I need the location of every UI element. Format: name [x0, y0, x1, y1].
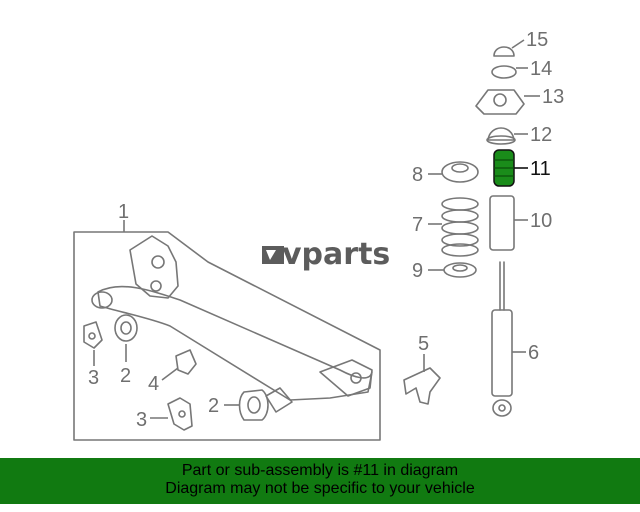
callout-10: 10 — [530, 210, 552, 232]
vparts-logo: vparts — [262, 237, 390, 272]
callout-1: 1 — [118, 201, 129, 223]
callout-11: 11 — [530, 158, 551, 180]
bushing-lower — [238, 389, 269, 421]
callout-3: 3 — [88, 367, 99, 389]
nut-cap-15 — [493, 46, 515, 57]
coil-spring — [441, 197, 479, 257]
mount-cap-12 — [486, 127, 516, 145]
callout-4: 4 — [148, 373, 159, 395]
lower-spring-seat — [443, 262, 477, 278]
bracket-lower — [167, 397, 193, 431]
callout-9: 9 — [412, 260, 423, 282]
callout-14: 14 — [530, 58, 552, 80]
callout-13: 13 — [542, 86, 564, 108]
bracket-upper — [83, 321, 103, 349]
callout-15: 15 — [526, 29, 548, 51]
banner-line-2: Diagram may not be specific to your vehi… — [165, 480, 475, 497]
callout-2: 2 — [120, 365, 131, 387]
washer-14 — [491, 65, 517, 79]
bracket-5 — [403, 367, 441, 405]
callout-7: 7 — [412, 214, 423, 236]
callout-12: 12 — [530, 124, 552, 146]
rear-axle-beam — [91, 235, 373, 413]
strut-mount-13 — [475, 89, 525, 115]
leader-4 — [161, 367, 179, 381]
callout-8: 8 — [412, 164, 423, 186]
leader-15 — [511, 39, 525, 49]
callout-6: 6 — [528, 342, 539, 364]
callout-5: 5 — [418, 333, 429, 355]
bracket-4 — [175, 349, 197, 375]
bushing-upper — [114, 314, 138, 342]
bump-stop-highlighted — [493, 149, 515, 187]
callout-3: 3 — [136, 409, 147, 431]
shock-absorber — [491, 261, 513, 417]
svg-text:vparts: vparts — [282, 237, 390, 272]
dust-cover — [489, 195, 515, 251]
axle-frame — [73, 231, 381, 441]
info-banner: Part or sub-assembly is #11 in diagram D… — [0, 458, 640, 504]
banner-line-1: Part or sub-assembly is #11 in diagram — [181, 462, 459, 479]
callout-2: 2 — [208, 395, 219, 417]
upper-spring-seat — [441, 161, 479, 183]
